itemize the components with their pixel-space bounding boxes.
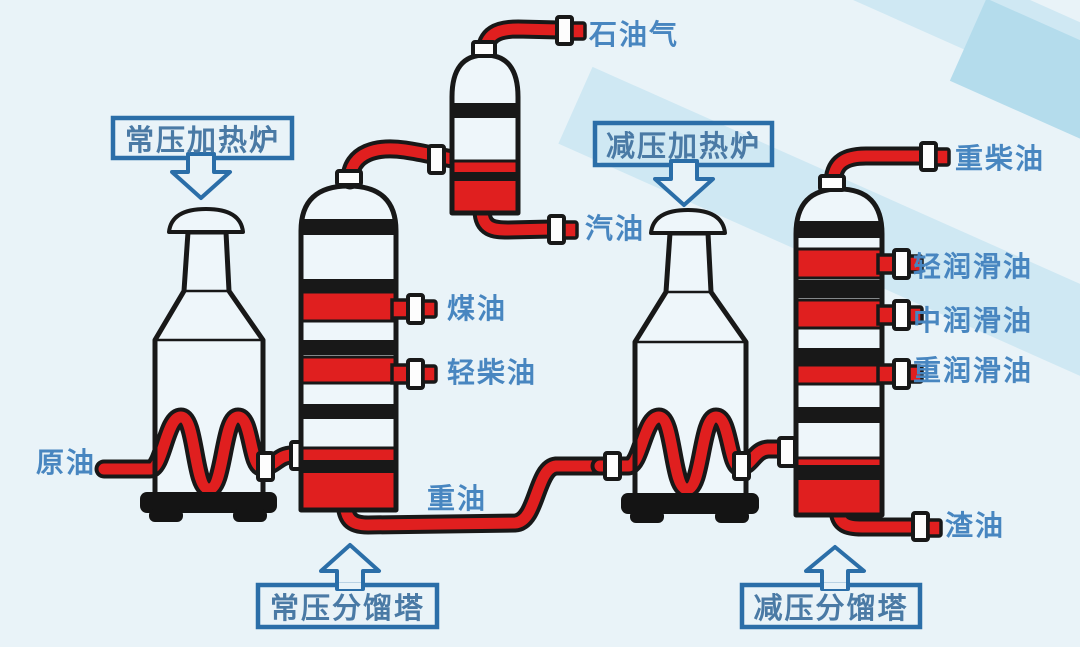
medium-lube-label: 中润滑油 bbox=[913, 304, 1034, 337]
atmospheric-furnace-illustration bbox=[94, 207, 322, 522]
vacuum-tower-illustration bbox=[777, 141, 951, 542]
furnace-cap bbox=[167, 207, 245, 234]
pipe-connector bbox=[911, 511, 930, 542]
pipe-connector bbox=[603, 451, 622, 481]
pipe-connector bbox=[555, 15, 574, 46]
pipe-connector bbox=[427, 144, 446, 175]
atmospheric-tower-illustration bbox=[298, 139, 468, 513]
pipe-connector bbox=[732, 451, 751, 481]
furnace-base bbox=[140, 492, 277, 513]
vac-tower-label: 减压分馏塔 bbox=[753, 591, 909, 625]
medium-lube-outlet bbox=[876, 299, 924, 331]
atm-furnace-label: 常压加热炉 bbox=[124, 123, 280, 157]
kerosene-label: 煤油 bbox=[447, 292, 508, 325]
heavy-lube-outlet bbox=[876, 358, 924, 390]
heavy-oil-label: 重油 bbox=[427, 482, 488, 515]
pipe-connector bbox=[818, 174, 846, 192]
light-diesel-outlet bbox=[390, 358, 438, 390]
atm-tower-callout bbox=[255, 543, 440, 630]
pipe-connector bbox=[919, 141, 938, 172]
residual-oil-label: 渣油 bbox=[945, 509, 1006, 542]
down-arrow-icon bbox=[170, 152, 232, 200]
gasoline-label: 汽油 bbox=[585, 212, 646, 245]
pipe-connector bbox=[547, 214, 566, 245]
light-lube-label: 轻润滑油 bbox=[913, 250, 1034, 283]
down-arrow-icon bbox=[653, 159, 715, 207]
pipe-connector bbox=[256, 451, 275, 482]
light-diesel-label: 轻柴油 bbox=[447, 356, 538, 389]
petroleum-gas-label: 石油气 bbox=[589, 18, 680, 51]
vac-tower-callout bbox=[739, 545, 923, 630]
light-lube-outlet bbox=[876, 248, 924, 280]
up-arrow-icon bbox=[804, 545, 866, 591]
furnace-base bbox=[621, 493, 759, 514]
atm-furnace-callout bbox=[110, 115, 295, 200]
atm-tower-label: 常压分馏塔 bbox=[269, 591, 425, 625]
heavy-lube-label: 重润滑油 bbox=[913, 354, 1034, 387]
furnace-cap bbox=[649, 208, 727, 235]
vacuum-furnace-illustration bbox=[590, 208, 802, 523]
heavy-oil-pipe bbox=[335, 456, 625, 535]
heavy-diesel-label: 重柴油 bbox=[955, 142, 1046, 175]
pipe-connector bbox=[335, 169, 363, 187]
crude-oil-label: 原油 bbox=[36, 446, 97, 479]
pipe-connector bbox=[777, 436, 797, 468]
up-arrow-icon bbox=[319, 543, 381, 591]
gas-separator-illustration bbox=[427, 15, 587, 245]
vac-furnace-label: 减压加热炉 bbox=[605, 129, 761, 163]
kerosene-outlet bbox=[390, 293, 438, 325]
pipe-connector bbox=[471, 40, 497, 58]
vac-furnace-callout bbox=[592, 120, 775, 207]
